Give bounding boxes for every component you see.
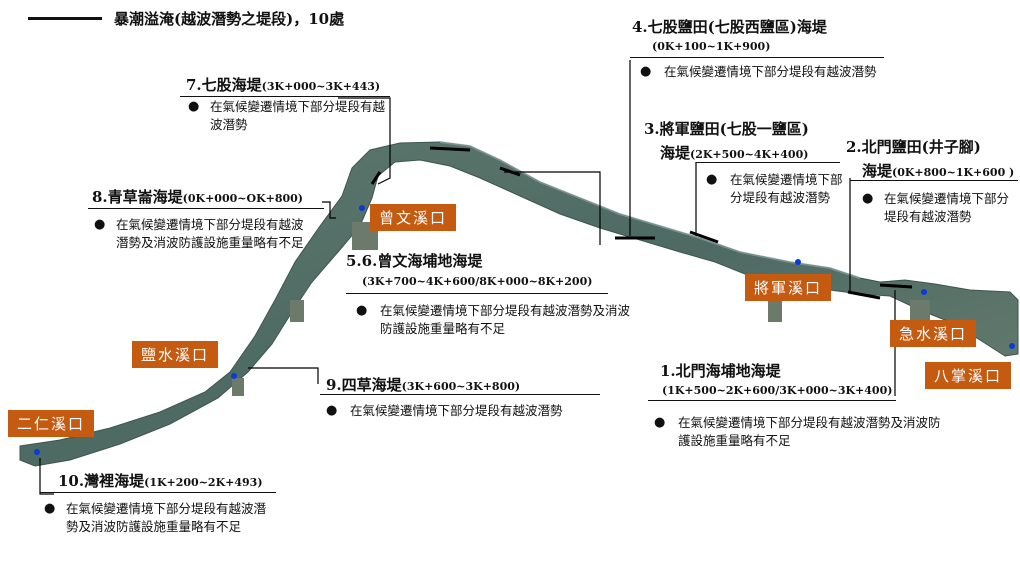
- land-patch: [910, 300, 930, 320]
- seawall-56-title: 5.6.曾文海埔地海堤: [346, 252, 483, 270]
- bullet: ●: [326, 403, 338, 418]
- seawall-3-rule: [696, 162, 840, 163]
- seawall-7-title: 7.七股海堤(3K+000~3K+443): [186, 76, 381, 94]
- leader-s8: [322, 201, 336, 219]
- leader-s9: [248, 367, 319, 384]
- seawall-2-title-line1: 2.北門鹽田(井子腳): [846, 138, 981, 156]
- legend-label: 暴潮溢淹(越波潛勢之堤段)，10處: [114, 10, 345, 28]
- port-yanshui: 鹽水溪口: [132, 341, 219, 368]
- dot-bazhang: [1009, 343, 1015, 349]
- coastal-land-strip: [19, 141, 1019, 467]
- seawall-4-title: 4.七股鹽田(七股西鹽區)海堤: [632, 18, 827, 36]
- bullet: ●: [862, 191, 874, 206]
- segment-1: [879, 283, 913, 289]
- seawall-8-title: 8.青草崙海堤(0K+000~OK+800): [92, 188, 304, 206]
- seawall-1-desc: 在氣候變遷情境下部分堤段有越波潛勢及消波防護設施重量略有不足: [678, 415, 941, 448]
- dot-jiangjun: [795, 259, 801, 265]
- seawall-56-rule: [346, 293, 608, 294]
- seawall-10-desc: 在氣候變遷情境下部分堤段有越波潛勢及消波防護設施重量略有不足: [66, 501, 267, 534]
- segment-2: [847, 290, 881, 300]
- seawall-56-desc: 在氣候變遷情境下部分堤段有越波潛勢及消波防護設施重量略有不足: [380, 303, 631, 336]
- seawall-2-desc: 在氣候變遷情境下部分堤段有越波潛勢: [884, 191, 1010, 224]
- bullet: ●: [706, 172, 718, 187]
- leader-s56: [504, 171, 601, 245]
- port-erren: 二仁溪口: [8, 410, 95, 437]
- legend-line-sample: [28, 17, 102, 20]
- seawall-4-rule: [630, 57, 884, 58]
- dot-jishui: [921, 289, 927, 295]
- river-mouth-dots: [34, 205, 1015, 455]
- seawall-9-desc: 在氣候變遷情境下部分堤段有越波潛勢: [350, 403, 563, 418]
- bullet: ●: [94, 217, 106, 232]
- port-jiangjun: 將軍溪口: [745, 274, 832, 301]
- seawall-1-range: (1K+500~2K+600/3K+000~3K+400): [662, 384, 893, 397]
- seawall-10-title: 10.灣裡海堤(1K+200~2K+493): [58, 472, 263, 490]
- dot-zengwen: [359, 205, 365, 211]
- seawall-7-rule: [180, 96, 390, 97]
- land-patch: [232, 378, 244, 396]
- seawall-1-rule: [648, 400, 896, 401]
- leader-lines: [39, 60, 896, 495]
- seawall-2-title-line2: 海堤(0K+800~1K+600 ): [862, 162, 1015, 180]
- seawall-4-range: (0K+100~1K+900): [652, 40, 771, 53]
- seawall-9-title: 9.四草海堤(3K+600~3K+800): [326, 376, 521, 394]
- segment-56-a: [429, 146, 471, 152]
- bullet: ●: [44, 501, 56, 516]
- leader-s10: [39, 458, 54, 495]
- bullet: ●: [356, 303, 368, 318]
- seawall-8-desc: 在氣候變遷情境下部分堤段有越波潛勢及消波防護設施重量略有不足: [116, 217, 304, 250]
- seawall-3-desc: 在氣候變遷情境下部分堤段有越波潛勢: [730, 172, 843, 205]
- seawall-3-title-line2: 海堤(2K+500~4K+400): [660, 144, 809, 162]
- overtopping-segments: [370, 146, 913, 300]
- port-bazhang: 八掌溪口: [925, 362, 1012, 389]
- port-jishui: 急水溪口: [890, 320, 977, 347]
- bullet: ●: [640, 64, 652, 79]
- bullet: ●: [188, 99, 200, 114]
- land-patch: [290, 300, 304, 322]
- seawall-7-desc: 在氣候變遷情境下部分堤段有越波潛勢: [210, 99, 386, 132]
- seawall-9-rule: [320, 394, 600, 395]
- seawall-1-title: 1.北門海埔地海堤: [660, 362, 781, 380]
- segment-7: [370, 171, 382, 185]
- seawall-3-title-line1: 3.將軍鹽田(七股一鹽區): [644, 120, 809, 138]
- seawall-2-rule: [850, 180, 1018, 181]
- dot-erren: [34, 449, 40, 455]
- bullet: ●: [654, 415, 666, 430]
- port-zengwen: 曾文溪口: [370, 204, 457, 231]
- segment-3: [689, 230, 719, 244]
- seawall-56-range: (3K+700~4K+600/8K+000~8K+200): [362, 275, 593, 288]
- seawall-10-rule: [40, 492, 276, 493]
- dot-yanshui: [231, 373, 237, 379]
- seawall-8-rule: [88, 208, 324, 209]
- seawall-4-desc: 在氣候變遷情境下部分堤段有越波潛勢: [664, 64, 877, 79]
